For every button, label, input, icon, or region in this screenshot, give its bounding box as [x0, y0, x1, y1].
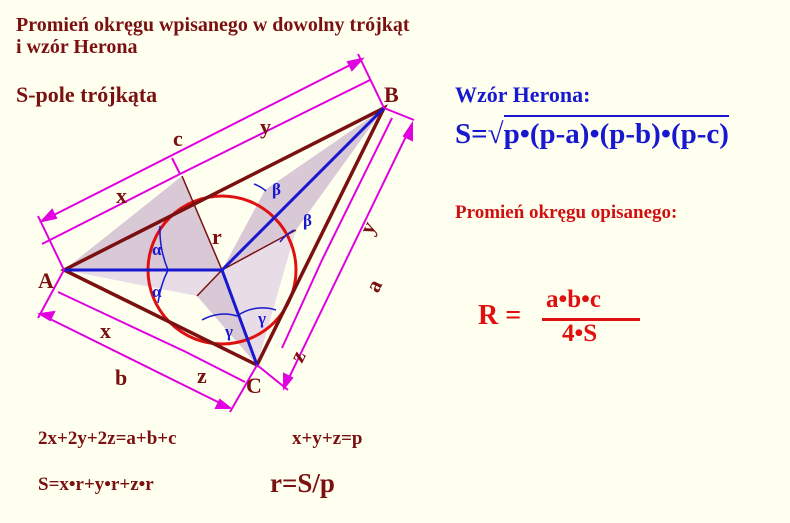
circumradius-label: Promień okręgu opisanego: — [455, 202, 678, 223]
arc-gamma-1 — [201, 313, 238, 321]
z-bottom-label: z — [197, 363, 207, 388]
gamma-2-label: γ — [257, 309, 266, 328]
vertex-a: A — [38, 268, 54, 293]
vertex-b: B — [384, 82, 399, 107]
dim-y-top — [179, 79, 371, 175]
x-bottom-label: x — [100, 318, 111, 343]
radius-equation: r=S/p — [270, 468, 335, 498]
dim-a — [283, 123, 413, 389]
circumradius-numerator: a•b•c — [546, 286, 602, 313]
gamma-1-label: γ — [224, 322, 233, 341]
y-top-label: y — [260, 114, 271, 139]
dim-z-bottom — [185, 351, 246, 383]
half-perimeter-equation: x+y+z=p — [292, 428, 363, 449]
shade-alpha — [64, 176, 222, 270]
side-a-label: a — [360, 275, 387, 296]
alpha-1-label: α — [152, 240, 162, 259]
bisector-c — [220, 269, 259, 366]
shade-alpha-2 — [64, 270, 222, 296]
radius-line — [196, 269, 223, 297]
page-title: Promień okręgu wpisanego w dowolny trójk… — [16, 14, 410, 58]
dim-b — [39, 313, 231, 409]
arc-alpha-2 — [157, 269, 169, 304]
arc-beta-2 — [279, 229, 295, 243]
radius-line — [181, 175, 223, 271]
dim-x-bottom — [57, 291, 187, 353]
z-right-label: z — [284, 346, 311, 366]
x-top-label: x — [116, 183, 127, 208]
arc-alpha-1 — [159, 225, 169, 271]
beta-2-label: β — [303, 211, 312, 230]
perimeter-equation: 2x+2y+2z=a+b+c — [38, 428, 177, 449]
area-definition: S-pole trójkąta — [16, 82, 158, 107]
bisector-b — [220, 106, 386, 272]
shade-gamma-2 — [222, 230, 296, 365]
fraction-bar — [542, 318, 640, 321]
vertex-c: C — [246, 373, 262, 398]
side-c-label: c — [173, 126, 183, 151]
heron-label: Wzór Herona: — [455, 82, 591, 107]
arc-beta-1 — [253, 183, 267, 192]
dim-y-right — [321, 117, 393, 261]
area-equation: S=x•r+y•r+z•r — [38, 474, 154, 495]
arc-gamma-2 — [236, 307, 277, 317]
beta-1-label: β — [272, 180, 281, 199]
dim-z-right — [281, 259, 323, 349]
heron-radicand: p•(p-a)•(p-b)•(p-c) — [503, 115, 729, 150]
dim-x-top — [41, 173, 181, 245]
dim-c — [41, 58, 363, 222]
heron-formula: S=√p•(p-a)•(p-b)•(p-c) — [455, 115, 729, 151]
title-line-2: i wzór Herona — [16, 36, 138, 58]
side-b-label: b — [115, 365, 127, 390]
radius-label: r — [212, 224, 222, 249]
title-line-1: Promień okręgu wpisanego w dowolny trójk… — [16, 14, 410, 36]
circumradius-lhs: R = — [478, 300, 522, 331]
circumradius-denominator: 4•S — [562, 320, 598, 347]
heron-prefix: S=√ — [455, 118, 504, 150]
alpha-2-label: α — [152, 282, 162, 301]
triangle-abc — [60, 104, 388, 368]
